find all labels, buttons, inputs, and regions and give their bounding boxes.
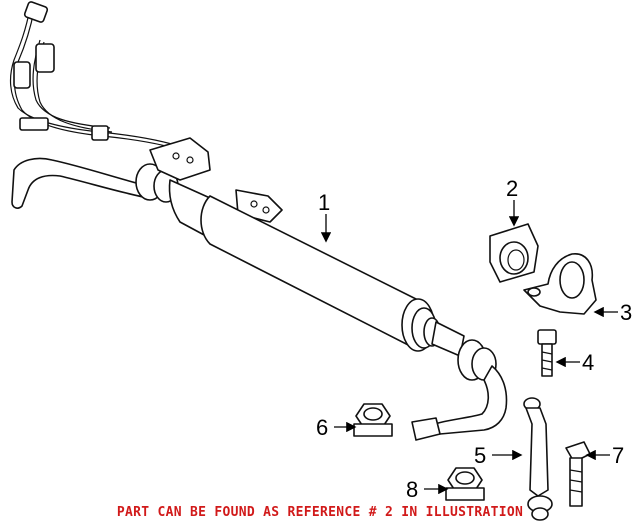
stabilizer-actuator [168,179,465,357]
bushing-bracket [523,253,597,315]
callout-3: 3 [620,300,632,325]
callout-8: 8 [406,477,418,502]
link-bolt [565,441,591,507]
stabilizer-bushing [489,223,539,283]
callout-1: 1 [318,190,330,215]
stabilizer-bar-right [411,339,508,441]
callout-7: 7 [612,443,624,468]
callout-2: 2 [506,176,518,201]
leader-lines [320,200,618,495]
callout-4: 4 [582,350,594,375]
link-nut-upper [353,403,393,437]
wiring-harness [9,1,193,155]
bracket-bolt [537,329,557,377]
callout-6: 6 [316,415,328,440]
link-nut-lower [445,467,485,501]
stabilizer-link [523,397,553,521]
stabilizer-bar-left [11,157,179,209]
callout-5: 5 [474,443,486,468]
reference-note: PART CAN BE FOUND AS REFERENCE # 2 IN IL… [116,505,524,520]
